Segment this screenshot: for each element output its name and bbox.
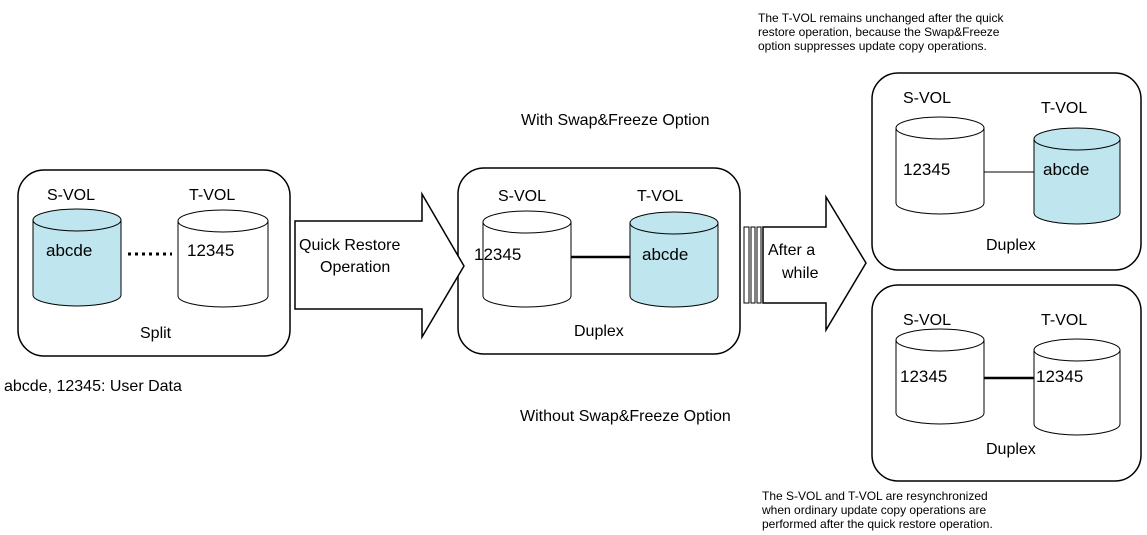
- note-top-line2: restore operation, because the Swap&Free…: [758, 25, 1000, 39]
- note-top-line1: The T-VOL remains unchanged after the qu…: [758, 11, 1004, 25]
- split-svol-label: S-VOL: [47, 187, 96, 204]
- after-a-while-label-line2: while: [782, 265, 819, 282]
- quick-restore-label-line2: Operation: [320, 259, 391, 276]
- after-a-while-label-line1: After a: [768, 242, 816, 259]
- middle-tvol-data: abcde: [642, 245, 689, 264]
- note-top: The T-VOL remains unchanged after the qu…: [758, 11, 1138, 53]
- note-bottom-line3: performed after the quick restore operat…: [762, 517, 993, 531]
- middle-svol-cylinder: [482, 210, 572, 308]
- top-right-tvol-data: abcde: [1043, 160, 1090, 179]
- top-right-tvol-cylinder: [1033, 127, 1121, 225]
- top-right-svol-data: 12345: [903, 160, 951, 179]
- split-tvol-data: 12345: [187, 241, 235, 260]
- note-top-line3: option suppresses update copy operations…: [758, 39, 987, 53]
- after-a-while-arrow: [743, 194, 867, 333]
- split-status-label: Split: [140, 325, 172, 342]
- quick-restore-label-line1: Quick Restore: [299, 237, 401, 254]
- split-tvol-label: T-VOL: [189, 187, 236, 204]
- without-option-label: Without Swap&Freeze Option: [520, 408, 731, 425]
- bottom-right-svol-data: 12345: [900, 367, 948, 386]
- middle-status-label: Duplex: [574, 323, 624, 340]
- legend-text: abcde, 12345: User Data: [4, 378, 182, 395]
- split-svol-cylinder: [32, 208, 122, 307]
- bottom-right-svol-label: S-VOL: [903, 312, 952, 329]
- bottom-right-tvol-data: 12345: [1036, 367, 1084, 386]
- middle-tvol-label: T-VOL: [637, 188, 684, 205]
- bottom-right-status-label: Duplex: [986, 441, 1036, 458]
- note-bottom-line2: when ordinary update copy operations are: [762, 503, 987, 517]
- split-tvol-cylinder: [177, 209, 269, 308]
- note-bottom: The S-VOL and T-VOL are resynchronized w…: [762, 489, 1142, 531]
- top-right-tvol-label: T-VOL: [1041, 100, 1088, 117]
- note-bottom-line1: The S-VOL and T-VOL are resynchronized: [762, 489, 988, 503]
- top-right-svol-cylinder: [895, 116, 985, 215]
- middle-svol-label: S-VOL: [498, 188, 547, 205]
- middle-tvol-cylinder: [629, 211, 719, 308]
- split-svol-data: abcde: [46, 241, 93, 260]
- top-right-status-label: Duplex: [986, 237, 1036, 254]
- bottom-right-tvol-cylinder: [1033, 338, 1121, 436]
- bottom-right-svol-cylinder: [895, 328, 985, 425]
- bottom-right-tvol-label: T-VOL: [1041, 312, 1088, 329]
- quick-restore-arrow: [294, 191, 465, 340]
- middle-svol-data: 12345: [474, 245, 522, 264]
- with-option-label: With Swap&Freeze Option: [521, 112, 710, 129]
- top-right-svol-label: S-VOL: [903, 90, 952, 107]
